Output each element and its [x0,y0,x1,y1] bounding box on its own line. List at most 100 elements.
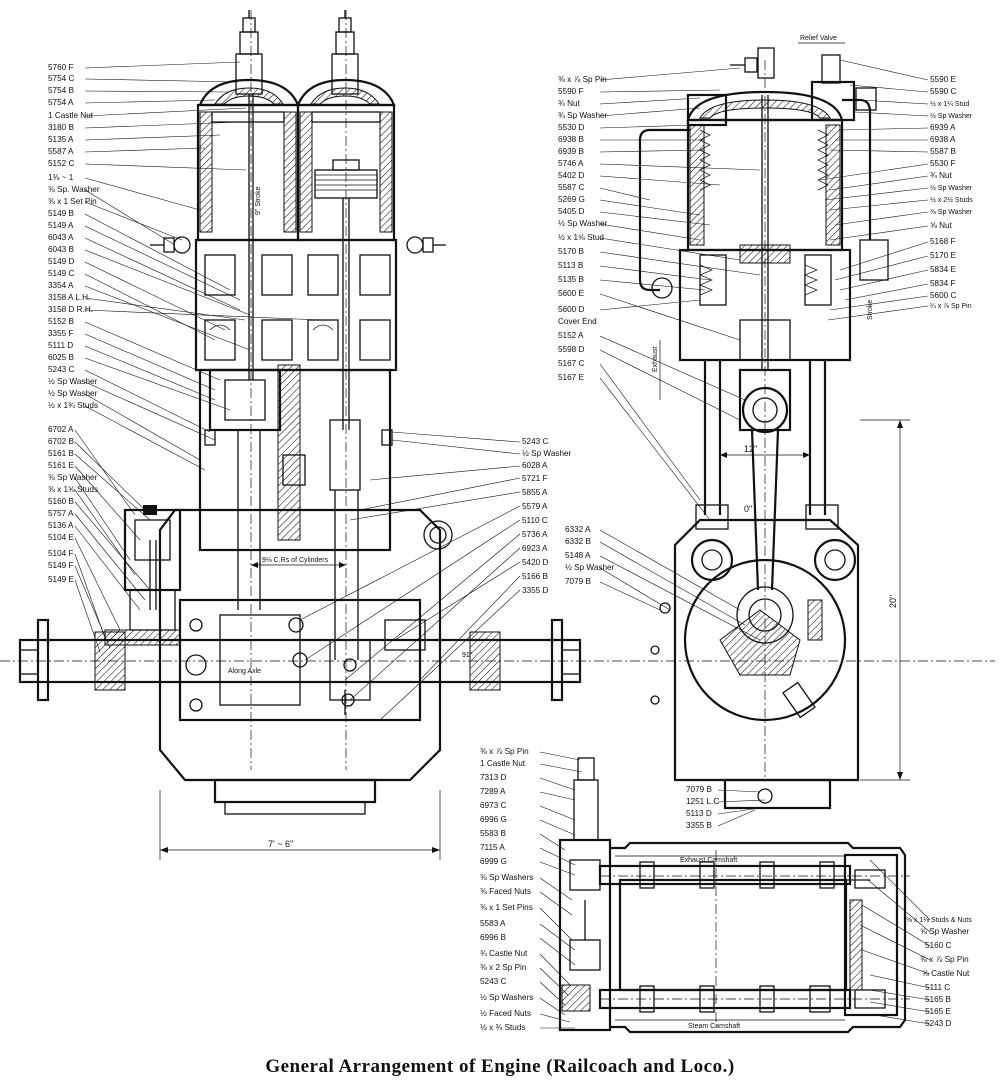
part-label: ½ x ¾ Studs [480,1023,526,1032]
right-dimensions [659,340,910,781]
part-label: ⅝ Nut [930,221,953,230]
part-label: ½ Sp Washer [522,449,572,458]
part-label: 5402 D [558,171,584,180]
dimension-20-label: 20" [888,595,898,608]
part-label: 5243 C [48,365,74,374]
part-label: 5583 B [480,829,506,838]
camshaft-plan-view [558,757,910,1034]
part-label: 5834 E [930,265,956,274]
part-label: 5168 F [930,237,956,246]
part-label: ½ x 1⅝ Stud [558,233,604,242]
part-label: 1251 L.C [686,797,719,806]
part-label: 5149 B [48,209,74,218]
part-label: 5113 B [558,261,584,270]
right-right-label-column: 5590 E 5590 C ½ x 1¼ Stud ½ Sp Washer 69… [930,75,973,310]
part-label: 6702 A [48,425,74,434]
exhaust-camshaft-label: Exhaust Camshaft [680,857,737,864]
part-label: 5166 B [522,572,548,581]
part-label: 5165 B [925,995,951,1004]
part-label: 5754 C [48,74,74,83]
part-label: 5149 D [48,257,74,266]
part-label: 6999 G [480,857,507,866]
along-axle-label: Along Axle [228,668,261,675]
part-label: 5167 C [558,359,584,368]
part-label: 5721 F [522,474,548,483]
part-label: 5152 C [48,159,74,168]
part-label: 5587 A [48,147,74,156]
left-side-valves [150,236,446,254]
part-label: ½ x 1¾ Studs [48,401,98,410]
part-label: ½ Sp Washer [565,563,615,572]
part-label: ⅜ Sp. Washer [48,185,100,194]
part-label: 5269 G [558,195,585,204]
figure-caption: General Arrangement of Engine (Railcoach… [265,1056,735,1077]
part-label: 5167 E [558,373,584,382]
part-label: 5587 B [930,147,956,156]
part-label: 5135 A [48,135,74,144]
part-label: 6939 B [558,147,584,156]
part-label: 5170 B [558,247,584,256]
part-label: 5598 D [558,345,584,354]
part-label: 6996 G [480,815,507,824]
part-label: 5161 E [48,461,74,470]
part-label: 5135 B [558,275,584,284]
width-dimension [159,790,441,860]
part-label: 5149 A [48,221,74,230]
part-label: 5136 A [48,521,74,530]
part-label: ⅝ Castle Nut [922,969,970,978]
width-dimension-label: 7' ~ 6" [268,839,293,849]
part-label: ½ Faced Nuts [480,1009,531,1018]
part-label: 5148 A [565,551,591,560]
crank-label-column: 6332 A 6332 B 5148 A ½ Sp Washer 7079 B [565,525,615,586]
part-label: ¾ Castle Nut [480,949,528,958]
part-label: 5579 A [522,502,548,511]
part-label: 3355 F [48,329,74,338]
part-label: ½ Sp Washer [930,112,973,120]
part-label: 5587 C [558,183,584,192]
right-head [686,47,856,127]
part-label: 6702 B [48,437,74,446]
part-label: 7313 D [480,773,506,782]
part-label: ¼ x ⅞ Sp Pin [930,303,972,310]
annotations: Relief Valve 9" Stroke Stroke 12" 0" 7' … [228,35,898,1030]
part-label: 3355 D [522,586,548,595]
dimension-o-label: 0" [744,504,752,514]
part-label: 5104 F [48,549,74,558]
part-label: 5110 C [522,516,548,525]
part-label: 5590 E [930,75,956,84]
part-label: 6043 A [48,233,74,242]
part-label: 6996 B [480,933,506,942]
part-label: 5149 F [48,561,74,570]
part-label: 1 Castle Nut [480,759,526,768]
part-label: ⅜ x 2 Sp Pin [480,963,527,972]
part-label: 5760 F [48,63,74,72]
part-label: 5149 C [48,269,74,278]
part-label: ½ Sp Washer [48,389,98,398]
left-crankcase [158,508,453,815]
part-label: 5152 B [48,317,74,326]
part-label: 3158 D R.H. [48,305,93,314]
right-crankcase [650,518,860,810]
part-label: ¾ Sp Washer [558,111,608,120]
exhaust-label: Exhaust [652,347,659,372]
part-label: ½ Sp Washer [930,184,973,192]
part-label: 6332 B [565,537,591,546]
part-label: ½ x 1¼ Stud [930,100,969,108]
bottom-right-label-column: ⅝ x 1⅛ Studs & Nuts ⅝ Sp Washer 5160 C ⅜… [906,917,972,1028]
front-elevation-view [0,10,995,860]
part-label: 6973 C [480,801,506,810]
part-label: ⅜ x 1 Set Pins [480,903,533,912]
mid-label-column: 5243 C ½ Sp Washer 6028 A 5721 F 5855 A … [522,437,572,595]
part-label: 5111 C [925,983,950,992]
part-label: 6939 A [930,123,956,132]
part-label: 5113 D [686,809,712,818]
part-label: 7079 B [565,577,591,586]
part-label: 5104 E [48,533,74,542]
part-label: ½ x 2½ Studs [930,196,973,204]
part-label: 7079 B [686,785,712,794]
bottom-left-label-column: ⅜ x ⅞ Sp Pin 1 Castle Nut 7313 D 7289 A … [480,747,533,1032]
part-label: 5590 C [930,87,956,96]
part-label: 5160 C [925,941,951,950]
stroke-left-label: 9" Stroke [255,186,262,215]
